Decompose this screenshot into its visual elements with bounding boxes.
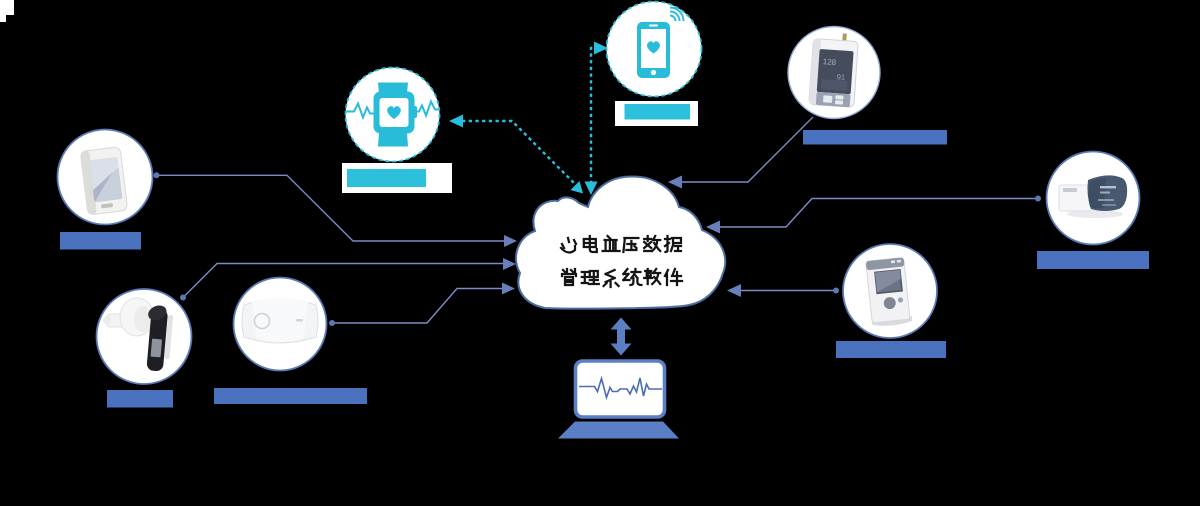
svg-text:128: 128 [823,57,837,67]
svg-text:91: 91 [837,72,846,82]
